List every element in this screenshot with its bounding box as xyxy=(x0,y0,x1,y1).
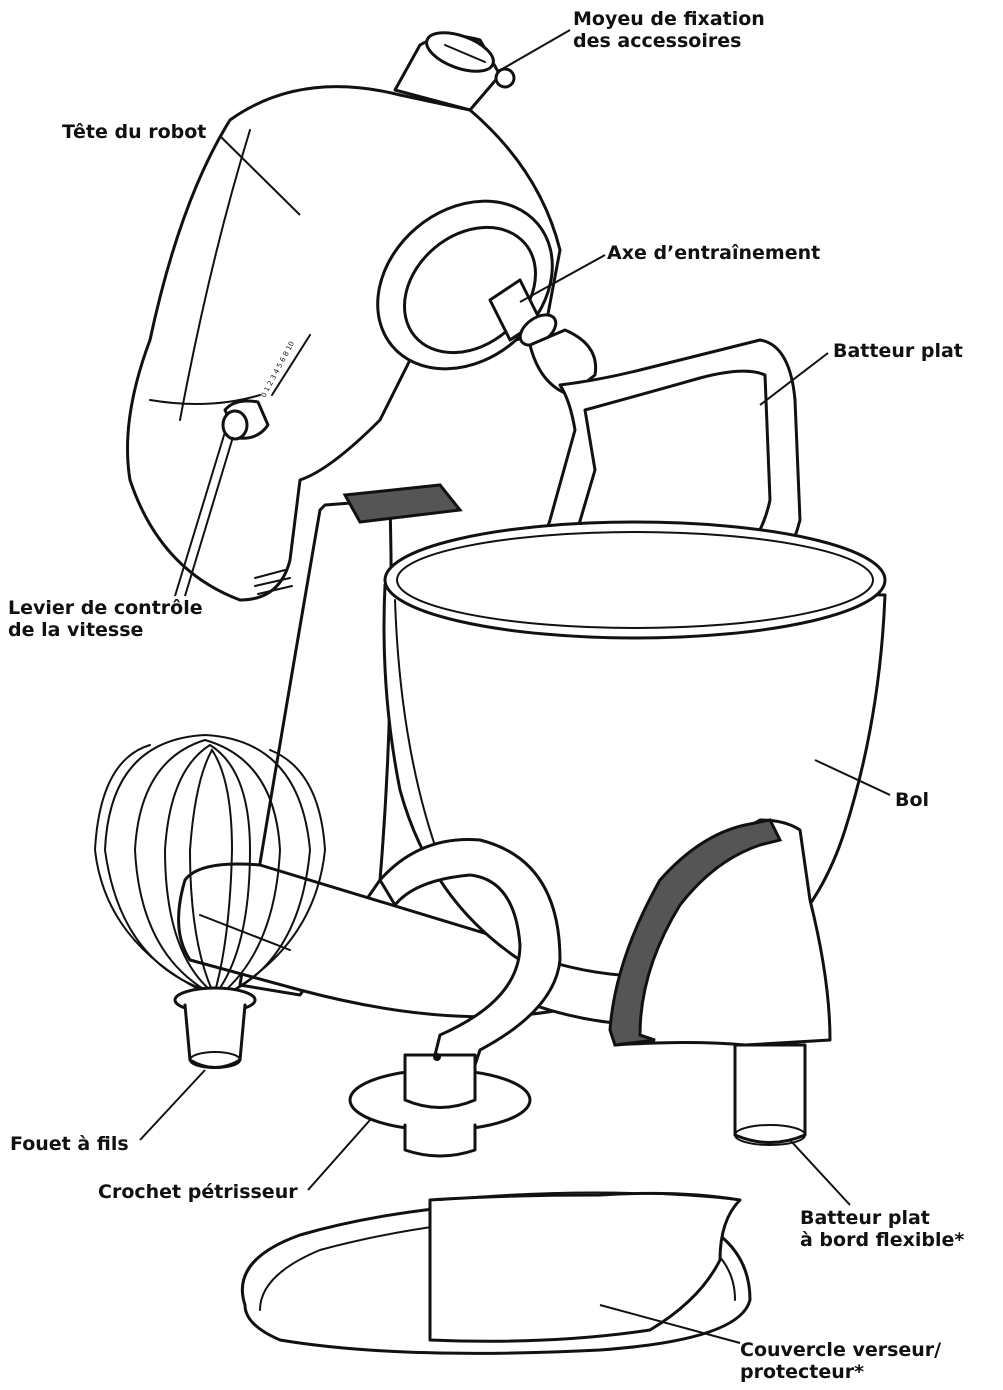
pouring-shield xyxy=(240,1191,752,1355)
label-line: Batteur plat xyxy=(833,340,963,362)
label-line: de la vitesse xyxy=(8,619,144,641)
motor-head: 0 1 2 3 4 5 6 8 10 xyxy=(126,31,562,602)
label-line: Crochet pétrisseur xyxy=(98,1181,298,1203)
label-line: Fouet à fils xyxy=(10,1133,129,1155)
leader-lines xyxy=(139,29,891,1344)
label-line: Couvercle verseur/ xyxy=(740,1339,942,1361)
label-wire-whip: Fouet à fils xyxy=(10,1133,129,1155)
drive-shaft xyxy=(488,278,558,347)
speed-lever xyxy=(221,399,270,441)
label-line: Tête du robot xyxy=(62,121,207,143)
wire-whip xyxy=(93,733,327,1069)
label-dough-hook: Crochet pétrisseur xyxy=(98,1181,298,1203)
label-line: Moyeu de fixation xyxy=(573,8,765,30)
label-motor-head: Tête du robot xyxy=(62,121,206,143)
label-line: protecteur* xyxy=(740,1361,865,1383)
label-line: Batteur plat xyxy=(800,1207,930,1229)
vents xyxy=(254,569,293,595)
label-speed-lever: Levier de contrôle de la vitesse xyxy=(8,597,203,641)
label-attachment-hub: Moyeu de fixation des accessoires xyxy=(573,8,765,52)
attachment-hub xyxy=(393,31,516,112)
label-flat-beater: Batteur plat xyxy=(833,340,963,362)
bowl-lift-lever xyxy=(342,483,463,524)
label-line: Axe d’entraînement xyxy=(607,242,821,264)
label-drive-shaft: Axe d’entraînement xyxy=(607,242,820,264)
label-pouring-shield: Couvercle verseur/ protecteur* xyxy=(740,1339,941,1383)
label-flex-edge-beater: Batteur plat à bord flexible* xyxy=(800,1207,964,1251)
label-line: Levier de contrôle xyxy=(8,597,203,619)
label-line: des accessoires xyxy=(573,30,742,52)
label-line: Bol xyxy=(895,789,930,811)
label-bowl: Bol xyxy=(895,789,929,811)
dough-hook xyxy=(348,838,562,1158)
flex-edge-beater xyxy=(608,818,832,1146)
label-line: à bord flexible* xyxy=(800,1229,965,1251)
